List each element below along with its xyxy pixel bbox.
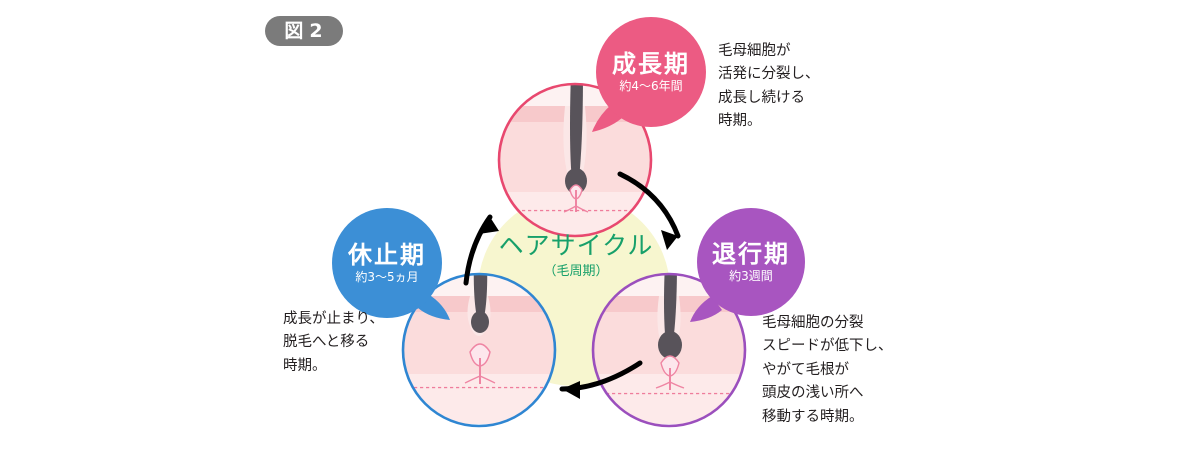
hair-shaft-catagen — [664, 274, 677, 345]
figure-badge-number: 2 — [309, 19, 324, 42]
phase-description-anagen: 毛母細胞が 活発に分裂し、 成長し続ける 時期。 — [718, 43, 820, 130]
arrow-telogen-to-anagen — [463, 214, 499, 286]
hair-shaft-anagen — [570, 84, 583, 182]
arrow-catagen-to-telogen — [559, 360, 643, 399]
arrow-anagen-to-catagen — [617, 171, 681, 250]
phase-description-telogen: 成長が止まり、 脱毛へと移る 時期。 — [283, 311, 384, 374]
phase-label-anagen: 成長期 約4〜6年間 — [596, 17, 706, 127]
phase-name-catagen: 退行期 — [712, 239, 790, 268]
phase-label-telogen: 休止期 約3〜5ヵ月 — [332, 208, 442, 318]
phase-circle-telogen — [401, 272, 557, 428]
phase-name-telogen: 休止期 — [348, 240, 426, 269]
phase-name-anagen: 成長期 — [612, 49, 690, 78]
phase-description-catagen: 毛母細胞の分裂 スピードが低下し、 やがて毛根が 頭皮の浅い所へ 移動する時期。 — [762, 315, 893, 425]
figure-badge-prefix: 図 — [284, 19, 305, 42]
bubble-tail-catagen — [690, 296, 722, 322]
phase-illustration-anagen — [497, 82, 653, 238]
phase-label-catagen: 退行期 約3週間 — [697, 208, 805, 316]
phase-circle-anagen — [497, 82, 653, 238]
hair-shaft-telogen — [473, 274, 488, 321]
phase-duration-telogen: 約3〜5ヵ月 — [355, 270, 419, 285]
phase-circle-catagen — [591, 272, 747, 428]
phase-duration-catagen: 約3週間 — [729, 269, 773, 284]
phase-duration-anagen: 約4〜6年間 — [619, 79, 683, 94]
